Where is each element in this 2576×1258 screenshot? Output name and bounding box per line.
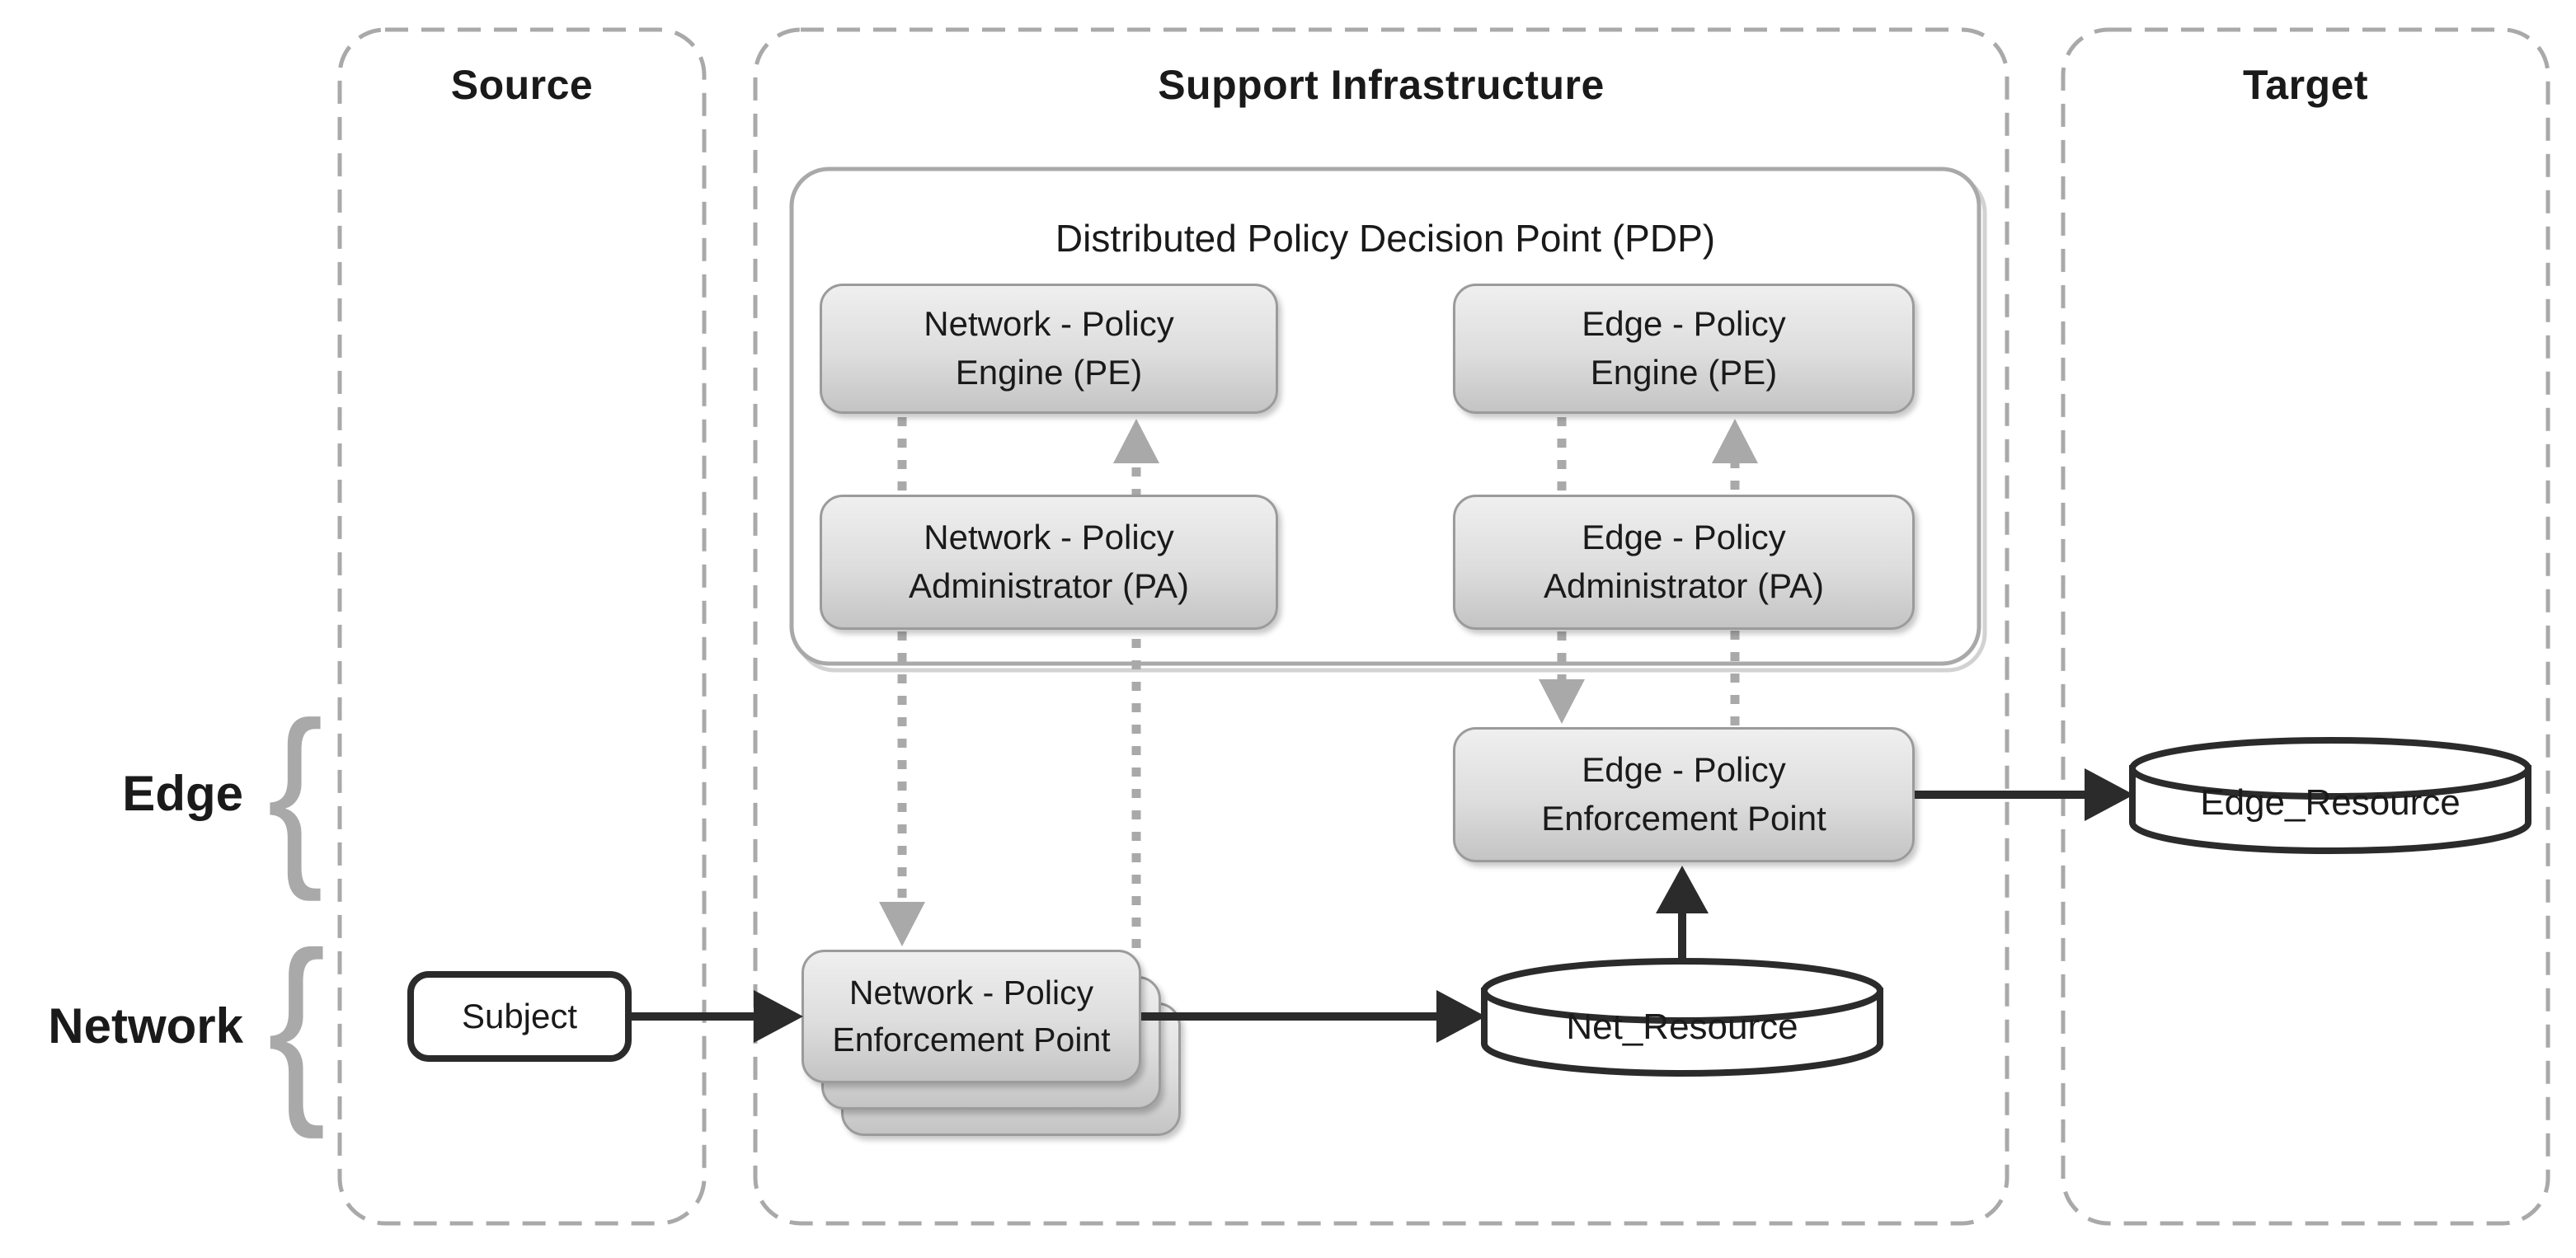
edge-pe-label-line2: Engine (PE): [1590, 353, 1778, 392]
source-lane-title: Source: [450, 62, 594, 108]
arrow-subject-to-net-pep: [632, 990, 803, 1043]
support-lane-border: [753, 27, 2010, 1226]
network-row-label: Network: [48, 998, 243, 1054]
net-pa-label-line1: Network - Policy: [924, 518, 1174, 557]
subject-label: Subject: [461, 997, 578, 1035]
network-brace: {: [267, 909, 327, 1139]
edge-pa-label-line2: Administrator (PA): [1544, 566, 1824, 605]
edge-resource-label: Edge_Resource: [2200, 782, 2461, 823]
net-dotted-down-arrow: [879, 417, 925, 946]
edge-pep-label-line2: Enforcement Point: [1541, 799, 1826, 838]
net-pa-box: Network - Policy Administrator (PA): [820, 495, 1278, 630]
source-lane-border: [337, 27, 707, 1226]
subject-box: Subject: [407, 971, 632, 1062]
net-pep-box: Network - Policy Enforcement Point: [801, 950, 1141, 1083]
net-pe-label-line1: Network - Policy: [924, 304, 1174, 344]
arrow-net-pep-to-net-resource: [1141, 990, 1486, 1043]
net-resource-label: Net_Resource: [1566, 1007, 1798, 1047]
support-lane-title: Support Infrastructure: [1158, 62, 1605, 108]
net-pa-label-line2: Administrator (PA): [909, 566, 1189, 605]
net-pe-label-line2: Engine (PE): [955, 353, 1143, 392]
edge-brace: {: [267, 681, 324, 902]
arrow-edge-pep-to-edge-resource: [1915, 768, 2134, 821]
edge-pa-label-line1: Edge - Policy: [1582, 518, 1786, 557]
edge-row-label: Edge: [122, 766, 243, 821]
net-pep-label-line2: Enforcement Point: [832, 1021, 1111, 1059]
net-pep-label-line1: Network - Policy: [848, 973, 1094, 1012]
target-lane-border: [2061, 27, 2550, 1226]
edge-pep-label-line1: Edge - Policy: [1582, 750, 1786, 790]
target-lane-title: Target: [2242, 62, 2369, 108]
edge-pep-box: Edge - Policy Enforcement Point: [1453, 727, 1915, 862]
net-dotted-up-arrow: [1113, 419, 1159, 948]
edge-pa-box: Edge - Policy Administrator (PA): [1453, 495, 1915, 630]
edge-resource-cylinder: [2129, 737, 2531, 854]
arrow-net-resource-to-edge-pep: [1656, 866, 1709, 966]
edge-pe-label-line1: Edge - Policy: [1582, 304, 1786, 344]
edge-pe-box: Edge - Policy Engine (PE): [1453, 284, 1915, 414]
net-resource-cylinder: [1481, 958, 1883, 1077]
net-pe-box: Network - Policy Engine (PE): [820, 284, 1278, 414]
pdp-title: Distributed Policy Decision Point (PDP): [1055, 217, 1716, 260]
